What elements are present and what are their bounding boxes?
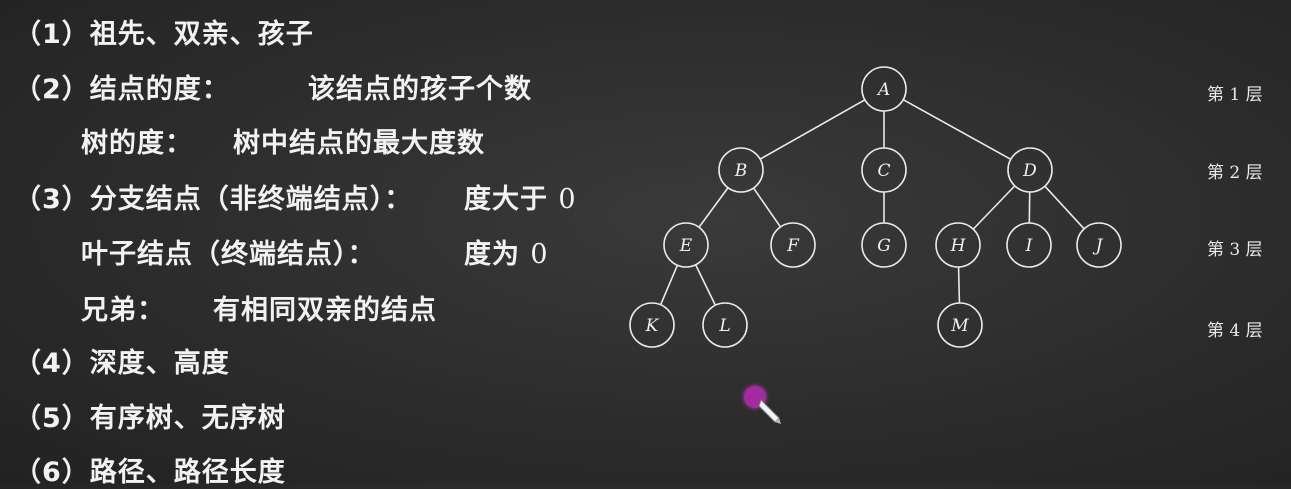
tree-node-B: B <box>719 148 763 192</box>
tree-node-H: H <box>936 223 980 267</box>
tree-node-label-L: L <box>718 316 730 336</box>
tree-node-K: K <box>630 303 674 347</box>
tree-node-C: C <box>862 148 906 192</box>
tree-edge-B-F <box>754 188 781 227</box>
tree-node-F: F <box>771 223 815 267</box>
tree-node-label-K: K <box>645 316 660 336</box>
tree-node-label-F: F <box>786 236 800 256</box>
tree-edges <box>661 100 1084 306</box>
tree-node-label-E: E <box>679 236 693 256</box>
tree-node-L: L <box>703 303 747 347</box>
tree-edge-H-M <box>959 267 960 303</box>
pen-cursor-icon <box>757 398 783 426</box>
layer-label-4: 第 4 层 <box>1207 316 1263 341</box>
layer-label-3: 第 3 层 <box>1207 235 1263 260</box>
tree-node-label-B: B <box>734 161 748 181</box>
layer-label-1: 第 1 层 <box>1207 80 1263 105</box>
tree-edge-A-D <box>903 100 1011 160</box>
tree-node-label-I: I <box>1025 236 1033 256</box>
tree-node-J: J <box>1077 223 1121 267</box>
tree-edge-A-B <box>760 100 865 159</box>
tree-edge-D-J <box>1045 186 1084 229</box>
tree-edge-B-E <box>699 188 728 228</box>
tree-node-I: I <box>1007 223 1051 267</box>
tree-nodes: A B C D E F G H I J K L M <box>630 67 1121 347</box>
tree-edge-E-K <box>661 265 678 305</box>
tree-node-label-M: M <box>950 316 969 336</box>
tree-node-D: D <box>1008 148 1052 192</box>
tree-node-label-G: G <box>877 236 891 256</box>
layer-label-2: 第 2 层 <box>1207 158 1263 183</box>
tree-node-G: G <box>862 223 906 267</box>
tree-edge-E-L <box>696 265 716 305</box>
tree-node-A: A <box>862 67 906 111</box>
tree-node-label-H: H <box>950 236 967 256</box>
tree-node-label-A: A <box>876 80 890 100</box>
tree-node-label-C: C <box>877 161 890 181</box>
tree-node-M: M <box>938 303 982 347</box>
tree-node-E: E <box>664 223 708 267</box>
tree-node-label-D: D <box>1022 161 1037 181</box>
tree-edge-D-H <box>973 186 1015 229</box>
tree-node-label-J: J <box>1093 236 1104 256</box>
